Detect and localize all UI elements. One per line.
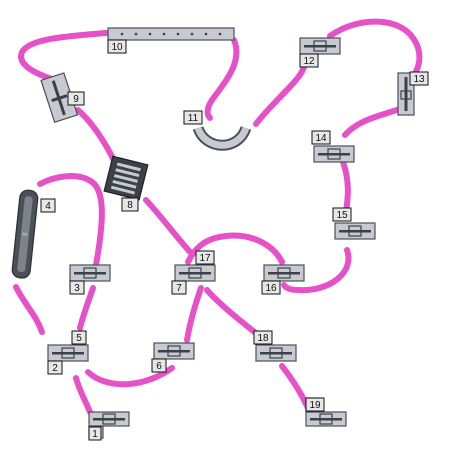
connector-18-19 [279, 363, 311, 411]
svg-text:1: 1 [92, 429, 98, 440]
component-13-label: 13 [409, 71, 429, 86]
svg-text:15: 15 [336, 210, 348, 221]
svg-text:7: 7 [176, 283, 182, 294]
svg-text:18: 18 [257, 333, 269, 344]
connector-2-1 [73, 375, 93, 415]
component-5[interactable]: 5 [47, 330, 89, 362]
svg-text:14: 14 [315, 133, 327, 144]
connector-7-6 [184, 285, 204, 343]
component-15[interactable]: 15 [332, 207, 376, 240]
component-19[interactable]: 19 [305, 397, 347, 427]
component-11-label: 11 [183, 110, 203, 125]
component-12-label: 12 [299, 53, 319, 68]
connector-lines [13, 18, 423, 415]
component-19-label: 19 [305, 397, 325, 412]
component-14-label: 14 [311, 130, 331, 145]
component-6-label: 6 [151, 358, 167, 373]
component-14[interactable]: 14 [311, 130, 355, 163]
connector-3-5 [77, 285, 96, 331]
svg-text:8: 8 [127, 200, 133, 211]
component-3[interactable]: 3 [69, 264, 111, 295]
component-10[interactable]: 10 [107, 27, 235, 54]
svg-text:2: 2 [52, 363, 58, 374]
svg-text:6: 6 [156, 361, 162, 372]
svg-text:5: 5 [76, 333, 82, 344]
component-12[interactable]: 12 [299, 37, 341, 68]
connector-16-17 [185, 232, 285, 265]
svg-text:3: 3 [74, 283, 80, 294]
svg-text:13: 13 [413, 74, 425, 85]
component-1[interactable]: 1 [88, 411, 130, 441]
connector-15-16 [281, 247, 352, 294]
component-1-label: 1 [88, 426, 102, 441]
svg-text:9: 9 [73, 94, 79, 105]
svg-text:12: 12 [303, 56, 315, 67]
component-15-label: 15 [332, 207, 352, 222]
connector-4-5 [13, 284, 45, 335]
connector-4-3 [37, 173, 105, 268]
svg-text:10: 10 [111, 42, 123, 53]
component-9[interactable]: 9 [40, 72, 85, 124]
component-17[interactable]: 17 [174, 250, 216, 282]
component-17-label: 17 [195, 250, 215, 265]
component-3-label: 3 [69, 280, 85, 295]
svg-text:17: 17 [199, 253, 211, 264]
connector-13-14 [342, 105, 405, 138]
component-18[interactable]: 18 [253, 330, 297, 362]
component-16[interactable]: 16 [261, 264, 305, 295]
component-16-label: 16 [261, 280, 281, 295]
component-9-label: 9 [67, 91, 85, 106]
component-11[interactable]: 11 [183, 110, 252, 151]
component-2-label: 2 [47, 360, 63, 375]
component-8[interactable]: 8 [103, 155, 149, 212]
component-5-label: 5 [71, 330, 87, 345]
component-7-label: 7 [171, 280, 187, 295]
component-4-label: 4 [40, 198, 56, 213]
svg-text:m: m [22, 232, 28, 238]
component-6[interactable]: 6 [151, 342, 195, 373]
component-10-label: 10 [107, 39, 127, 54]
svg-text:16: 16 [265, 283, 277, 294]
component-18-label: 18 [253, 330, 273, 345]
connector-10-11 [204, 37, 240, 121]
svg-text:4: 4 [45, 201, 51, 212]
component-8-label: 8 [121, 197, 139, 212]
connector-8-17 [143, 197, 193, 255]
connector-2-6 [85, 365, 175, 388]
connector-14-15 [340, 159, 351, 215]
svg-text:11: 11 [188, 113, 199, 124]
component-4[interactable]: m 4 [11, 189, 56, 279]
svg-text:19: 19 [309, 400, 321, 411]
component-13[interactable]: 13 [397, 71, 429, 116]
connector-12-13 [327, 18, 423, 83]
connector-10-9 [18, 30, 109, 82]
